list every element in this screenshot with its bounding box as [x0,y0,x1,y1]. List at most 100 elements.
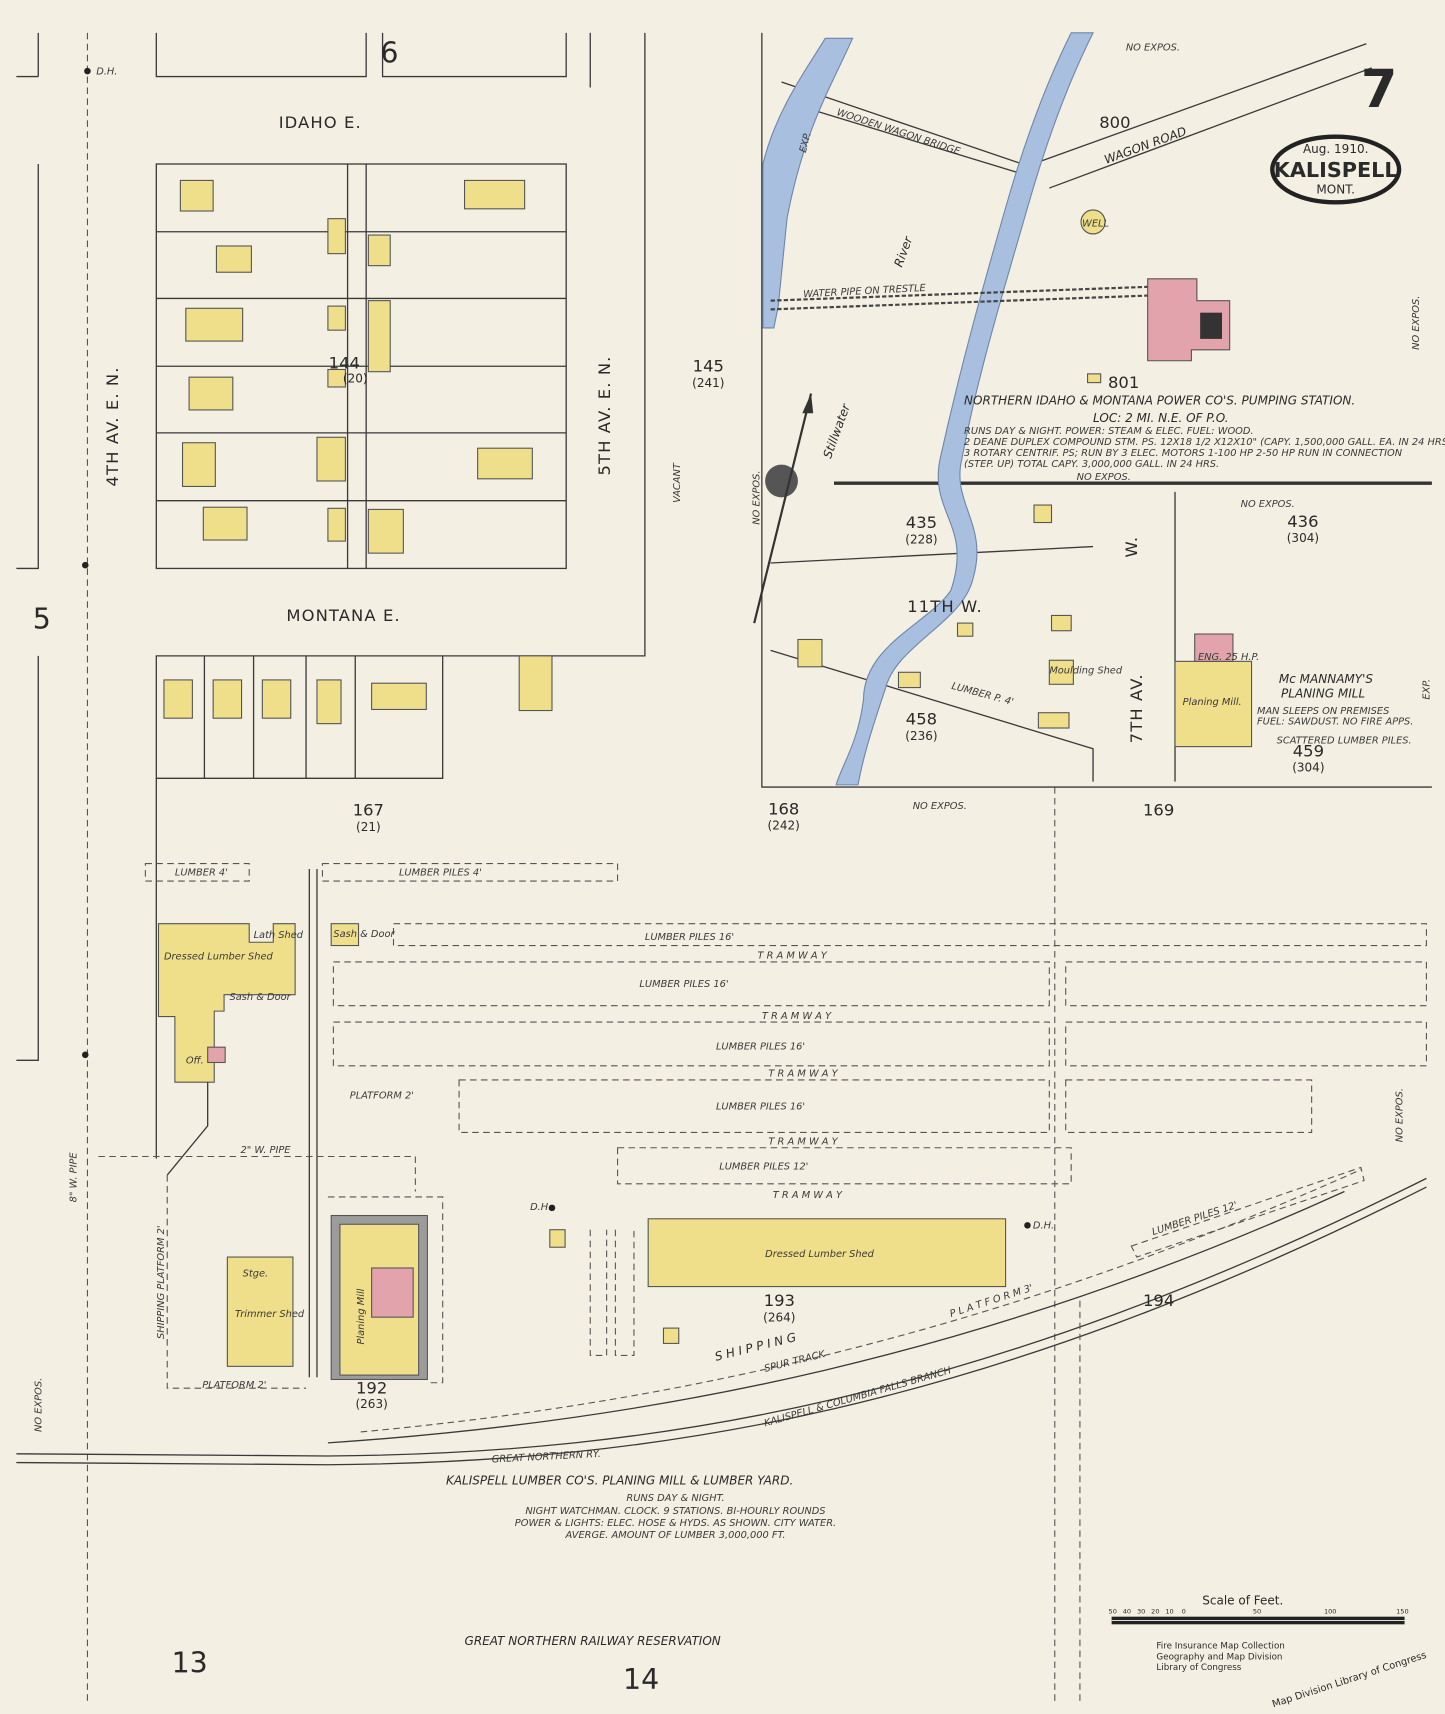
pumping-station-location: LOC: 2 MI. N.E. OF P.O. [1093,411,1228,425]
sash-door-label: Sash & Door [230,992,292,1003]
block-145: 145 [693,357,724,376]
lumber-pile-7: LUMBER 4' [175,868,228,879]
state-name: MONT. [1316,183,1355,197]
block-459-old: (304) [1292,761,1324,775]
moulding-shed-label: Moulding Shed [1049,665,1123,676]
hydrant-label-193: D.H. [1033,1221,1054,1232]
street-grid [16,32,1056,1706]
exp-right: EXP. [1422,679,1433,700]
block-145-old: (241) [692,376,724,390]
sash-door-2-label: Sash & Door [333,929,395,940]
lumber-yard-note-2: NIGHT WATCHMAN. CLOCK. 9 STATIONS. BI-HO… [525,1506,825,1517]
lumber-yard [98,863,1427,1389]
stamp-line-3: Library of Congress [1156,1663,1241,1673]
block-192: 192 [356,1379,387,1398]
street-5th-ave: 5TH AV. E. N. [595,356,614,476]
mcmannamy-note-3: SCATTERED LUMBER PILES. [1277,735,1412,746]
mcmannamy-note-1: MAN SLEEPS ON PREMISES [1257,706,1389,717]
block-801: 801 [1108,373,1139,392]
block-435-old: (228) [905,532,937,546]
scale-tick: 50 [1253,1607,1261,1615]
sheet-date: Aug. 1910. [1303,142,1369,156]
stamp-line-1: Fire Insurance Map Collection [1156,1641,1284,1651]
block-459: 459 [1293,741,1324,760]
adjacent-sheet-6: 6 [380,36,398,69]
stamp-line-2: Geography and Map Division [1156,1652,1282,1662]
block-800: 800 [1099,113,1130,132]
no-expos-436: NO EXPOS. [1241,499,1295,510]
adjacent-sheet-14: 14 [623,1663,659,1696]
lumber-yard-note-3: POWER & LIGHTS: ELEC. HOSE & HYDS. AS SH… [515,1518,836,1529]
dressed-lumber-shed-building [157,923,296,1083]
water-pipe-trestle [770,285,1159,311]
pumping-note-3: 3 ROTARY CENTRIF. PS; RUN BY 3 ELEC. MOT… [964,448,1403,459]
block-436-old: (304) [1287,531,1319,545]
hydrant-icon [548,1204,556,1212]
street-montana: MONTANA E. [286,606,400,625]
stillwater-river [835,32,1094,786]
no-expos-bottom-left: NO EXPOS. [34,1378,45,1432]
no-expos-yard-right: NO EXPOS. [1394,1088,1405,1142]
pumping-note-2: 2 DEANE DUPLEX COMPOUND STM. PS. 12X18 1… [964,437,1445,448]
block-193: 193 [764,1291,795,1310]
block-458: 458 [906,710,937,729]
pumping-station-building [1147,278,1231,362]
pumping-note-4: (STEP. UP) TOTAL CAPY. 3,000,000 GALL. I… [964,459,1219,470]
block-193-old: (264) [763,1311,795,1325]
exp-top-left-inset: EXP. [798,131,814,154]
lath-shed-label: Lath Shed [254,930,304,941]
pumping-station-inset [753,32,1432,788]
street-7th-ave: 7TH AV. [1127,673,1146,743]
scale-tick: 100 [1324,1607,1337,1615]
hydrant-icon [81,1051,89,1059]
lumber-pile-2: LUMBER PILES 16' [639,979,728,990]
shipping-platform-label: SHIPPING PLATFORM 2' [156,1225,167,1339]
scale-tick: 150 [1396,1607,1409,1615]
no-expos-left-inset: NO EXPOS. [752,471,763,525]
well-label: WELL [1082,218,1109,229]
mcmannamy-engine-label: ENG. 25 H.P. [1198,652,1259,663]
scale-bar: Scale of Feet. 50 40 30 20 10 0 50 100 1… [1109,1594,1409,1625]
lumber-pile-3: LUMBER PILES 16' [716,1041,805,1052]
lumber-yard-note-4: AVERGE. AMOUNT OF LUMBER 3,000,000 FT. [564,1530,785,1541]
scale-tick: 40 [1123,1607,1131,1615]
lumber-pile-1: LUMBER PILES 16' [645,932,734,943]
dressed-shed-label: Dressed Lumber Shed [164,952,274,963]
block-144-old: (20) [343,372,368,386]
block-144: 144 [329,353,360,372]
scale-tick: 0 [1182,1607,1186,1615]
city-name: KALISPELL [1274,158,1398,182]
planing-mill-label: Planing Mill [356,1288,367,1344]
block-194: 194 [1143,1291,1174,1310]
railway-reservation-label: GREAT NORTHERN RAILWAY RESERVATION [465,1634,721,1648]
scale-tick: 50 [1109,1607,1117,1615]
tramway-3: T R A M W A Y [768,1069,838,1080]
block-458-old: (236) [905,729,937,743]
mcmannamy-note-2: FUEL: SAWDUST. NO FIRE APPS. [1257,717,1413,728]
pipe-label: 2" W. PIPE [240,1145,291,1156]
scale-tick: 20 [1151,1607,1159,1615]
boiler [1200,312,1223,339]
title-cartouche [1270,134,1402,205]
pumping-note-1: RUNS DAY & NIGHT. POWER: STEAM & ELEC. F… [964,426,1254,437]
block-435: 435 [906,513,937,532]
scale-tick: 10 [1165,1607,1173,1615]
block-167-old: (21) [356,820,381,834]
storage-label: Stge. [243,1269,269,1280]
mcmannamy-title-1: Mc MANNAMY'S [1279,672,1374,686]
tramway-2: T R A M W A Y [762,1011,832,1022]
hydrant-icon [81,561,89,569]
block-167: 167 [353,800,384,819]
vacant-label: VACANT [672,462,683,503]
north-arrow-compass [753,393,814,624]
street-4th-ave: 4TH AV. E. N. [103,366,122,486]
no-expos-pumping: NO EXPOS. [1077,472,1131,483]
mcmannamy-building-label: Planing Mill. [1183,697,1242,708]
street-11th: 11TH W. [907,597,983,616]
block-numbers: 144 (20) 145 (241) 167 (21) 168 (242) 16… [329,113,1325,1411]
adjacent-sheet-5: 5 [33,603,51,636]
no-expos-top: NO EXPOS. [1126,42,1180,53]
hydrant-icon [84,67,91,75]
